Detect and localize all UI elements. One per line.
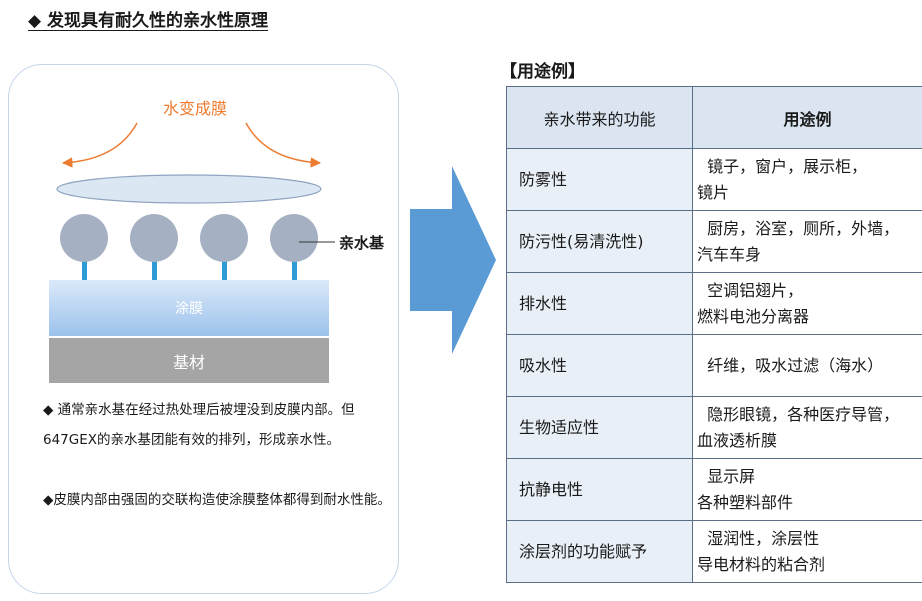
uses-cell: 显示屏 各种塑料部件 (692, 458, 922, 521)
header-uses: 用途例 (692, 86, 922, 149)
uses-table: 亲水带来的功能 用途例 防雾性 镜子，窗户，展示柜， 镜片 防污性(易清洗性) … (506, 86, 922, 583)
note-2: ◆皮膜内部由强固的交联构造使涂膜整体都得到耐水性能。 (43, 492, 391, 508)
table-row: 排水性 空调铝翅片， 燃料电池分离器 (506, 272, 922, 335)
substrate-label: 基材 (172, 352, 205, 372)
table-row: 抗静电性 显示屏 各种塑料部件 (506, 458, 922, 521)
coating-label: 涂膜 (175, 301, 203, 317)
function-cell: 抗静电性 (506, 458, 693, 521)
note-1: ◆ 通常亲水基在经过热处理后被埋没到皮膜内部。但647GEX的亲水基团能有效的排… (43, 402, 355, 448)
uses-title: 【用途例】 (500, 62, 585, 82)
left-curved-arrow (61, 122, 138, 168)
table-row: 防污性(易清洗性) 厨房，浴室，厕所，外墙， 汽车车身 (506, 210, 922, 273)
header-function: 亲水带来的功能 (506, 86, 693, 149)
table-row: 生物适应性 隐形眼镜，各种医疗导管， 血液透析膜 (506, 396, 922, 459)
uses-cell: 空调铝翅片， 燃料电池分离器 (692, 272, 922, 335)
hydrophilic-groups (60, 214, 318, 281)
substrate-layer: 基材 (49, 338, 329, 383)
uses-cell: 镜子，窗户，展示柜， 镜片 (692, 148, 922, 211)
function-cell: 排水性 (506, 272, 693, 335)
function-cell: 防污性(易清洗性) (506, 210, 693, 273)
function-cell: 生物适应性 (506, 396, 693, 459)
right-arrow-icon (410, 166, 496, 354)
water-film-label: 水变成膜 (163, 99, 228, 118)
table-row: 吸水性 纤维，吸水过滤（海水） (506, 334, 922, 397)
uses-cell: 隐形眼镜，各种医疗导管， 血液透析膜 (692, 396, 922, 459)
hydrophilic-diagram (56, 122, 335, 281)
function-cell: 防雾性 (506, 148, 693, 211)
uses-cell: 厨房，浴室，厕所，外墙， 汽车车身 (692, 210, 922, 273)
uses-cell: 纤维，吸水过滤（海水） (692, 334, 922, 397)
function-cell: 涂层剂的功能赋予 (506, 520, 693, 583)
hydrophilic-group-label: 亲水基 (339, 234, 385, 252)
page-heading: ◆ 发现具有耐久性的亲水性原理 (28, 11, 268, 31)
table-row: 涂层剂的功能赋予 湿润性，涂层性 导电材料的粘合剂 (506, 520, 922, 583)
uses-cell: 湿润性，涂层性 导电材料的粘合剂 (692, 520, 922, 583)
function-cell: 吸水性 (506, 334, 693, 397)
table-row: 防雾性 镜子，窗户，展示柜， 镜片 (506, 148, 922, 211)
uses-table-header: 亲水带来的功能 用途例 (506, 86, 922, 149)
right-curved-arrow (245, 122, 322, 168)
water-film-ellipse (56, 174, 322, 204)
coating-layer: 涂膜 (49, 280, 329, 336)
principle-panel: 水变成膜 亲水基 涂膜 基材 ◆ 通常亲水基在经过热处理后被埋没到皮膜内部。但6… (8, 64, 399, 594)
